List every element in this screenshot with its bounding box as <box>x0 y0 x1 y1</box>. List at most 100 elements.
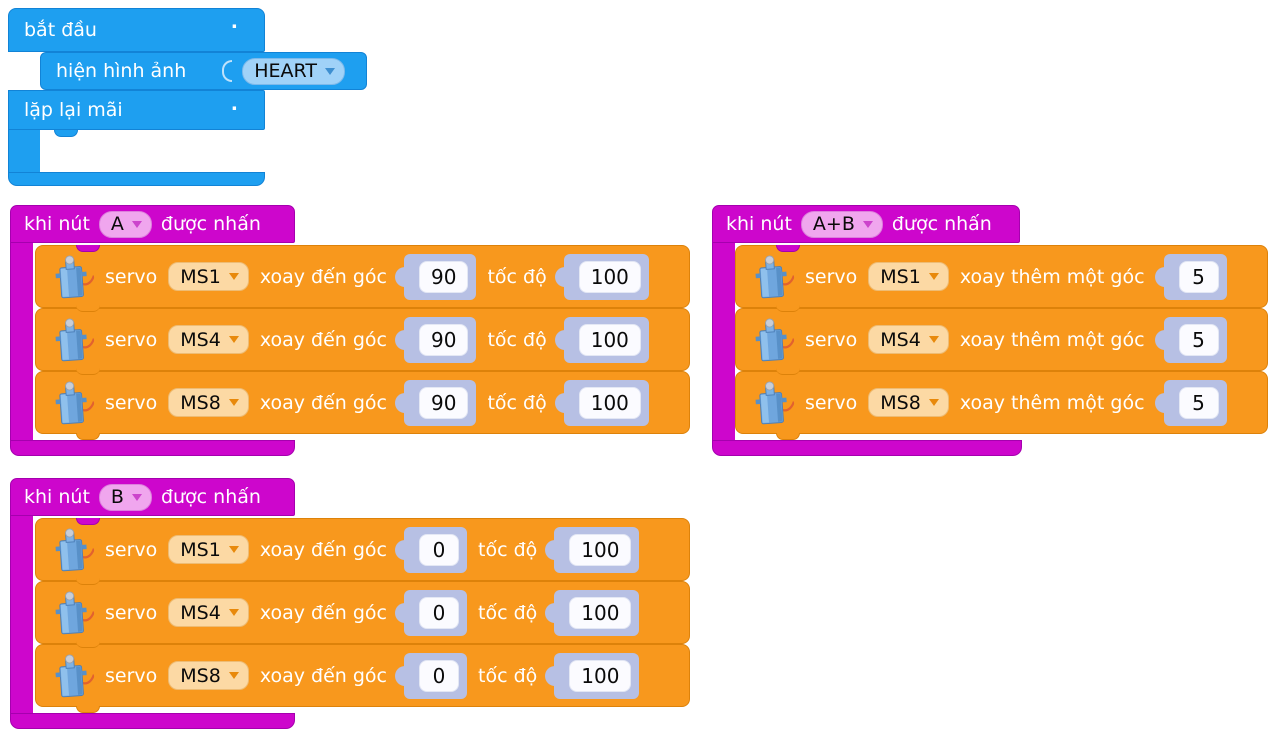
block-notch <box>76 305 100 312</box>
chevron-down-icon <box>228 399 239 406</box>
event-left-arm <box>10 243 33 440</box>
angle-input[interactable]: 5 <box>1154 253 1227 300</box>
angle-value[interactable]: 5 <box>1178 323 1219 356</box>
event-group-button-b[interactable]: khi nút B được nhấn servo MS1 <box>10 478 695 730</box>
angle-input[interactable]: 0 <box>395 589 468 636</box>
port-dropdown[interactable]: MS4 <box>168 325 249 354</box>
speed-input[interactable]: 100 <box>545 652 640 699</box>
speed-input[interactable]: 100 <box>545 526 640 573</box>
button-dropdown[interactable]: A+B <box>800 210 883 238</box>
event-prefix-label: khi nút <box>24 486 90 508</box>
servo-block[interactable]: servo MS8 xoay đến góc 0 tốc độ 100 <box>35 641 690 713</box>
angle-input[interactable]: 90 <box>394 253 477 300</box>
event-header-button-a[interactable]: khi nút A được nhấn <box>10 205 295 243</box>
button-dropdown[interactable]: A <box>98 210 152 238</box>
image-dropdown[interactable]: HEART <box>242 57 345 85</box>
chevron-down-icon <box>228 336 239 343</box>
event-group-button-a[interactable]: khi nút A được nhấn servo MS1 <box>10 205 695 457</box>
servo-icon <box>55 527 96 571</box>
servo-block[interactable]: servo MS8 xoay đến góc 90 tốc độ 100 <box>35 368 690 440</box>
angle-input[interactable]: 5 <box>1154 316 1227 363</box>
speed-value[interactable]: 100 <box>569 659 632 692</box>
angle-value[interactable]: 90 <box>419 260 469 293</box>
action-label: xoay thêm một góc <box>959 265 1145 288</box>
servo-block[interactable]: servo MS1 xoay thêm một góc 5 <box>735 245 1268 308</box>
chevron-down-icon <box>228 609 239 616</box>
chevron-down-icon <box>228 273 239 280</box>
port-dropdown[interactable]: MS4 <box>868 325 949 354</box>
servo-block[interactable]: servo MS8 xoay thêm một góc 5 <box>735 368 1268 440</box>
event-suffix-label: được nhấn <box>891 213 992 235</box>
speed-value[interactable]: 100 <box>569 533 632 566</box>
servo-block[interactable]: servo MS1 xoay đến góc 90 tốc độ 100 <box>35 245 690 308</box>
port-dropdown[interactable]: MS8 <box>168 661 249 690</box>
port-dropdown-value: MS8 <box>180 664 221 687</box>
block-notch <box>76 368 100 375</box>
port-dropdown-value: MS8 <box>180 391 221 414</box>
block-bottom-tab <box>776 433 800 440</box>
event-group-button-ab[interactable]: khi nút A+B được nhấn servo MS1 <box>712 205 1270 457</box>
speed-label: tốc độ <box>487 265 547 288</box>
port-dropdown[interactable]: MS1 <box>168 535 249 564</box>
show-image-block[interactable]: hiện hình ảnh HEART <box>40 52 367 90</box>
port-dropdown[interactable]: MS8 <box>168 388 249 417</box>
speed-value[interactable]: 100 <box>578 323 641 356</box>
action-label: xoay đến góc <box>259 391 388 414</box>
speed-value[interactable]: 100 <box>578 386 641 419</box>
action-label: xoay thêm một góc <box>959 391 1145 414</box>
servo-label: servo <box>105 601 158 624</box>
speed-label: tốc độ <box>487 328 547 351</box>
event-header-button-b[interactable]: khi nút B được nhấn <box>10 478 295 516</box>
event-header-button-ab[interactable]: khi nút A+B được nhấn <box>712 205 1020 243</box>
servo-block[interactable]: servo MS4 xoay thêm một góc 5 <box>735 305 1268 371</box>
angle-value[interactable]: 90 <box>419 386 469 419</box>
angle-input[interactable]: 90 <box>394 316 477 363</box>
chevron-down-icon <box>928 273 939 280</box>
port-dropdown-value: MS4 <box>880 328 921 351</box>
speed-input[interactable]: 100 <box>554 253 649 300</box>
show-image-label: hiện hình ảnh <box>56 60 187 82</box>
forever-label: lặp lại mãi <box>24 99 123 121</box>
action-label: xoay đến góc <box>259 328 388 351</box>
servo-block[interactable]: servo MS4 xoay đến góc 90 tốc độ 100 <box>35 305 690 371</box>
angle-input[interactable]: 5 <box>1154 379 1227 426</box>
angle-value[interactable]: 90 <box>419 323 469 356</box>
port-dropdown[interactable]: MS4 <box>168 598 249 627</box>
start-collapse-dot: . <box>230 11 238 33</box>
image-dropdown-value: HEART <box>254 60 317 82</box>
speed-value[interactable]: 100 <box>569 596 632 629</box>
block-bottom-tab <box>76 433 100 440</box>
event-suffix-label: được nhấn <box>160 486 261 508</box>
input-socket-icon <box>222 60 233 82</box>
forever-block-header[interactable]: lặp lại mãi . <box>8 90 265 130</box>
angle-value[interactable]: 5 <box>1178 386 1219 419</box>
speed-input[interactable]: 100 <box>545 589 640 636</box>
servo-icon <box>755 380 796 424</box>
servo-block[interactable]: servo MS1 xoay đến góc 0 tốc độ 100 <box>35 518 690 581</box>
chevron-down-icon <box>324 67 335 75</box>
angle-input[interactable]: 0 <box>395 526 468 573</box>
button-dropdown[interactable]: B <box>98 483 152 511</box>
servo-icon <box>55 653 96 697</box>
port-dropdown[interactable]: MS1 <box>168 262 249 291</box>
speed-input[interactable]: 100 <box>554 316 649 363</box>
servo-block[interactable]: servo MS4 xoay đến góc 0 tốc độ 100 <box>35 578 690 644</box>
angle-value[interactable]: 5 <box>1178 260 1219 293</box>
angle-value[interactable]: 0 <box>419 596 460 629</box>
angle-input[interactable]: 0 <box>395 652 468 699</box>
chevron-down-icon <box>228 546 239 553</box>
angle-value[interactable]: 0 <box>419 659 460 692</box>
servo-label: servo <box>105 265 158 288</box>
forever-slot-notch <box>54 130 78 137</box>
port-dropdown[interactable]: MS1 <box>868 262 949 291</box>
start-block-header[interactable]: bắt đầu . <box>8 8 265 52</box>
start-block-group[interactable]: bắt đầu . hiện hình ảnh HEART lặp lại mã… <box>8 8 368 186</box>
port-dropdown[interactable]: MS8 <box>868 388 949 417</box>
speed-input[interactable]: 100 <box>554 379 649 426</box>
angle-value[interactable]: 0 <box>419 533 460 566</box>
event-prefix-label: khi nút <box>726 213 792 235</box>
speed-value[interactable]: 100 <box>578 260 641 293</box>
port-dropdown-value: MS1 <box>880 265 921 288</box>
angle-input[interactable]: 90 <box>394 379 477 426</box>
event-bottom-strip <box>712 440 1022 456</box>
